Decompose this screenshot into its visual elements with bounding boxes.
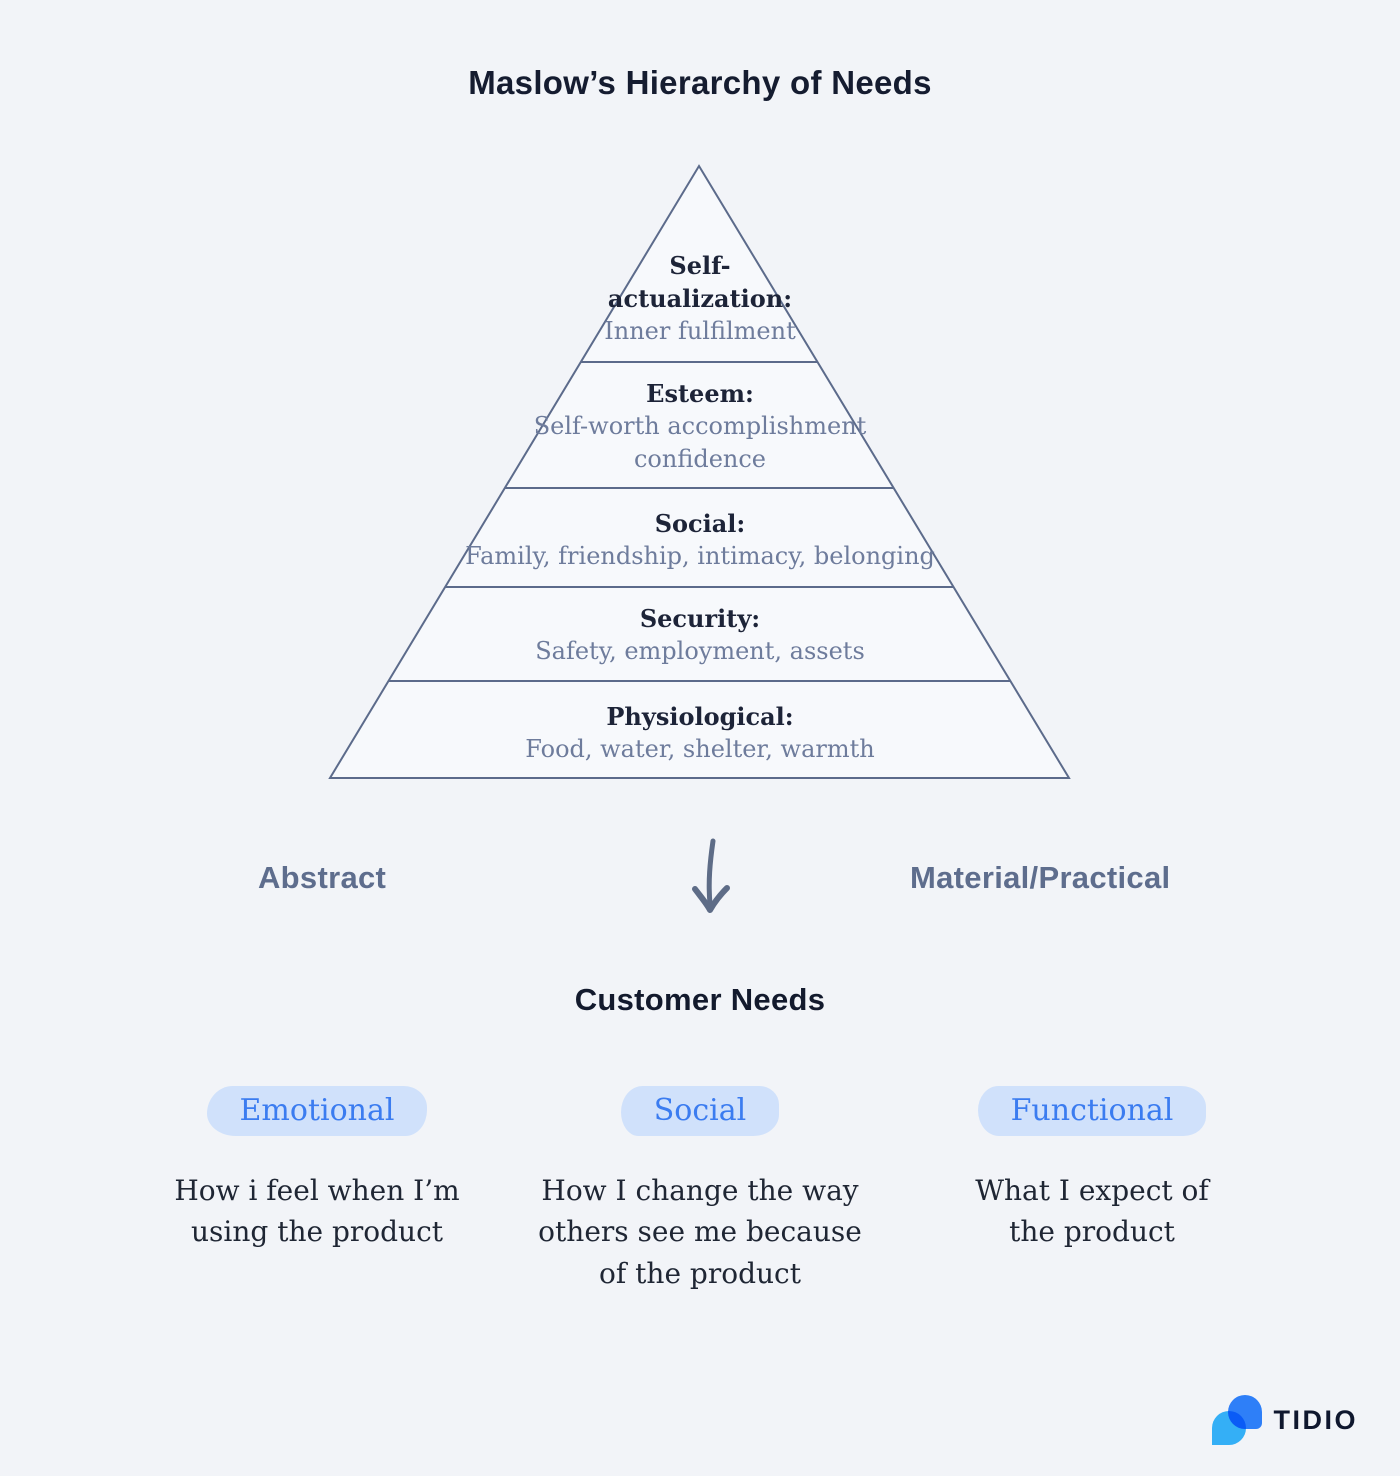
category-pill: Functional (977, 1086, 1207, 1136)
pyramid-level-self-actualization: Self-actualization: Inner fulfilment (593, 249, 808, 348)
pyramid-level-esteem: Esteem: Self-worth accomplishment confid… (530, 377, 870, 476)
pyramid-outline (328, 164, 1071, 779)
page-title: Maslow’s Hierarchy of Needs (468, 64, 932, 101)
customer-needs-column-emotional: Emotional How i feel when I’m using the … (117, 1086, 517, 1253)
pyramid-level-sublabel: Inner fulfilment (604, 317, 796, 345)
pyramid-level-sublabel: Self-worth accomplishment confidence (533, 412, 867, 473)
pyramid-shape (328, 164, 1071, 779)
tidio-logo-text: TIDIO (1273, 1404, 1358, 1435)
pyramid-level-sublabel: Safety, employment, assets (535, 637, 865, 665)
pyramid-level-label: Physiological: (606, 702, 794, 731)
pyramid-level-label: Self-actualization: (607, 251, 793, 313)
axis-label-material-practical: Material/Practical (910, 860, 1171, 895)
category-pill: Emotional (206, 1086, 428, 1136)
category-description: How I change the way others see me becau… (538, 1174, 862, 1290)
customer-needs-heading: Customer Needs (574, 982, 826, 1017)
pyramid-level-physiological: Physiological: Food, water, shelter, war… (440, 700, 960, 766)
customer-needs-column-social: Social How I change the way others see m… (500, 1086, 900, 1294)
customer-needs-column-functional: Functional What I expect of the product (892, 1086, 1292, 1253)
pyramid-level-social: Social: Family, friendship, intimacy, be… (440, 507, 960, 573)
category-pill: Social (620, 1086, 780, 1136)
pyramid-level-sublabel: Food, water, shelter, warmth (525, 735, 875, 763)
tidio-chat-bubbles-icon (1211, 1395, 1262, 1445)
tidio-logo: TIDIO (1211, 1394, 1359, 1446)
pyramid-level-sublabel: Family, friendship, intimacy, belonging (465, 542, 935, 570)
pyramid-level-label: Esteem: (646, 379, 754, 408)
chat-bubble-light-icon (1211, 1411, 1246, 1445)
category-description: How i feel when I’m using the product (174, 1174, 460, 1249)
pyramid-level-label: Security: (639, 604, 761, 633)
pyramid-level-label: Social: (654, 509, 746, 538)
category-description: What I expect of the product (975, 1174, 1209, 1249)
down-arrow-icon (692, 838, 730, 913)
pyramid-level-security: Security: Safety, employment, assets (440, 602, 960, 668)
axis-label-abstract: Abstract (258, 860, 387, 895)
